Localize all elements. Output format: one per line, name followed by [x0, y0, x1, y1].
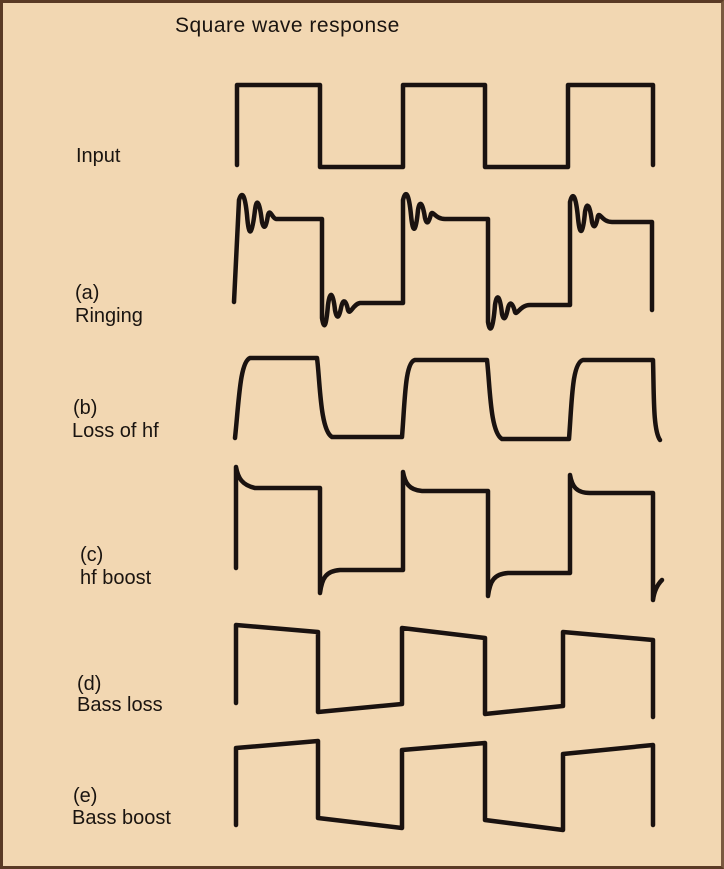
figure-title: Square wave response: [175, 14, 400, 37]
label-hf-boost: hf boost: [80, 567, 152, 589]
tag-c: (c): [80, 544, 104, 566]
waveform-input: [234, 82, 656, 170]
waveform-loss-of-hf: [232, 355, 663, 443]
label-input: Input: [76, 145, 121, 167]
label-loss-of-hf: Loss of hf: [72, 420, 159, 442]
label-bass-boost: Bass boost: [72, 807, 171, 829]
label-bass-loss: Bass loss: [77, 694, 163, 716]
tag-d: (d): [77, 673, 102, 695]
waveform-bass-boost: [233, 738, 656, 833]
tag-b: (b): [73, 397, 98, 419]
waveform-ringing: [231, 191, 655, 331]
tag-e: (e): [73, 785, 98, 807]
waveform-hf-boost: [233, 464, 665, 603]
waveform-bass-loss: [233, 622, 656, 720]
label-ringing: Ringing: [75, 305, 143, 327]
tag-a: (a): [75, 282, 100, 304]
